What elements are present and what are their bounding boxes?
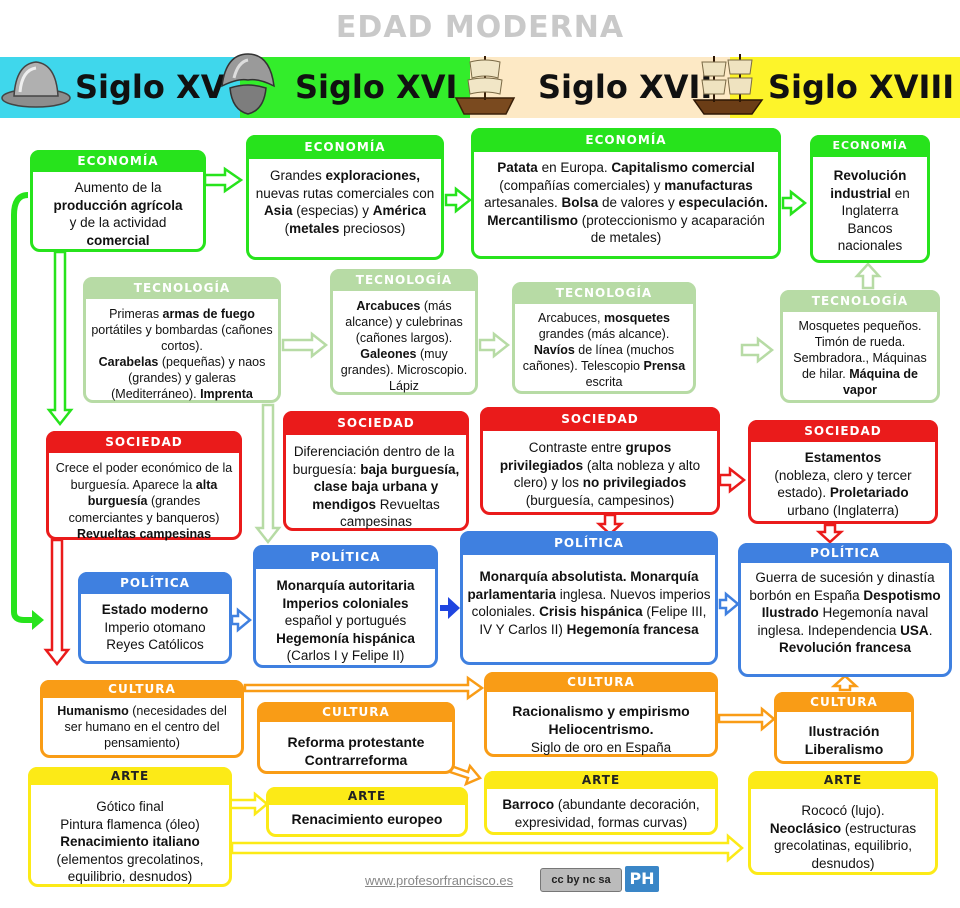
arte-box-xviii: ARTE Rococó (lujo).Neoclásico (estructur… bbox=[748, 771, 938, 875]
section-header: TECNOLOGÍA bbox=[330, 269, 478, 291]
section-header: POLÍTICA bbox=[78, 572, 232, 594]
cultura-box-xvi: CULTURA Reforma protestante Contrarrefor… bbox=[257, 702, 455, 774]
economia-box-xvii: ECONOMÍA Patata en Europa. Capitalismo c… bbox=[471, 128, 781, 259]
section-content: Arcabuces, mosquetes grandes (más alcanc… bbox=[522, 311, 686, 389]
section-content: Guerra de sucesión y dinastía borbón en … bbox=[749, 570, 941, 655]
section-header: ECONOMÍA bbox=[30, 150, 206, 172]
section-content: Diferenciación dentro de la burguesía: b… bbox=[292, 444, 460, 529]
section-content: Arcabuces (más alcance) y culebrinas (ca… bbox=[340, 299, 468, 393]
section-content: Barroco (abundante decoración, expresivi… bbox=[502, 797, 700, 830]
section-content: Ilustración Liberalismo bbox=[804, 723, 884, 757]
section-content: Monarquía absolutista. Monarquía parlame… bbox=[467, 569, 711, 637]
sociedad-box-xv: SOCIEDAD Crece el poder económico de la … bbox=[46, 431, 242, 541]
section-header: ARTE bbox=[484, 771, 718, 789]
section-header: TECNOLOGÍA bbox=[780, 290, 940, 312]
section-header: CULTURA bbox=[40, 680, 244, 698]
tecnologia-box-xvi: TECNOLOGÍA Arcabuces (más alcance) y cul… bbox=[330, 269, 478, 395]
section-content: Contraste entre grupos privilegiados (al… bbox=[499, 440, 701, 508]
section-header: ECONOMÍA bbox=[471, 128, 781, 152]
section-header: TECNOLOGÍA bbox=[512, 282, 696, 304]
section-content: Reforma protestante Contrarreforma bbox=[287, 734, 425, 768]
section-header: SOCIEDAD bbox=[748, 420, 938, 442]
section-content: Racionalismo y empirismo Heliocentrismo.… bbox=[512, 703, 690, 755]
section-header: SOCIEDAD bbox=[283, 411, 469, 435]
section-header: CULTURA bbox=[774, 692, 914, 712]
section-content: Monarquía autoritaria Imperios coloniale… bbox=[276, 578, 415, 663]
century-label: Siglo XV bbox=[75, 68, 226, 106]
section-header: SOCIEDAD bbox=[480, 407, 720, 431]
tecnologia-box-xviii: TECNOLOGÍA Mosquetes pequeños. Timón de … bbox=[780, 290, 940, 403]
section-header: CULTURA bbox=[484, 672, 718, 692]
arte-box-xvi: ARTE Renacimiento europeo bbox=[266, 787, 468, 837]
politica-box-xviii: POLÍTICA Guerra de sucesión y dinastía b… bbox=[738, 543, 952, 677]
section-content: Humanismo (necesidades del ser humano en… bbox=[57, 704, 227, 750]
politica-box-xvii: POLÍTICA Monarquía absolutista. Monarquí… bbox=[460, 531, 718, 665]
economia-box-xviii: ECONOMÍA Revolución industrial en Inglat… bbox=[810, 135, 930, 263]
footer-link[interactable]: www.profesorfrancisco.es bbox=[365, 873, 514, 888]
section-content: Mosquetes pequeños. Timón de rueda. Semb… bbox=[793, 319, 927, 397]
cultura-box-xviii: CULTURA Ilustración Liberalismo bbox=[774, 692, 914, 764]
section-header: TECNOLOGÍA bbox=[83, 277, 281, 299]
century-label: Siglo XVIII bbox=[768, 68, 955, 106]
section-content: Estamentos(nobleza, clero y tercer estad… bbox=[774, 450, 912, 518]
tecnologia-box-xv: TECNOLOGÍA Primeras armas de fuego portá… bbox=[83, 277, 281, 403]
helmet-icon bbox=[1, 61, 71, 108]
section-header: ECONOMÍA bbox=[810, 135, 930, 157]
section-header: POLÍTICA bbox=[460, 531, 718, 555]
century-label: Siglo XVI bbox=[295, 68, 458, 106]
section-content: Patata en Europa. Capitalismo comercial … bbox=[484, 160, 768, 245]
section-header: POLÍTICA bbox=[738, 543, 952, 563]
section-content: Renacimiento europeo bbox=[291, 811, 443, 827]
license-badge: cc by nc sa bbox=[540, 868, 622, 892]
sociedad-box-xvii: SOCIEDAD Contraste entre grupos privileg… bbox=[480, 407, 720, 515]
century-band-xvi: Siglo XVI bbox=[240, 57, 470, 118]
page-title: EDAD MODERNA bbox=[335, 10, 625, 45]
sailing-ship-icon bbox=[692, 54, 764, 115]
section-header: ARTE bbox=[28, 767, 232, 785]
section-header: POLÍTICA bbox=[253, 545, 438, 569]
economia-box-xvi: ECONOMÍA Grandes exploraciones, nuevas r… bbox=[246, 135, 444, 260]
section-header: ECONOMÍA bbox=[246, 135, 444, 159]
sociedad-box-xviii: SOCIEDAD Estamentos(nobleza, clero y ter… bbox=[748, 420, 938, 524]
politica-box-xvi: POLÍTICA Monarquía autoritaria Imperios … bbox=[253, 545, 438, 668]
century-band-xviii: Siglo XVIII bbox=[730, 57, 960, 118]
morion-helmet-icon bbox=[221, 53, 275, 115]
section-content: Crece el poder económico de la burguesía… bbox=[55, 461, 233, 541]
ph-logo: PH bbox=[625, 866, 659, 892]
section-header: ARTE bbox=[266, 787, 468, 805]
tecnologia-box-xvii: TECNOLOGÍA Arcabuces, mosquetes grandes … bbox=[512, 282, 696, 394]
arte-box-xvii: ARTE Barroco (abundante decoración, expr… bbox=[484, 771, 718, 835]
galleon-icon bbox=[454, 56, 516, 115]
section-content: Grandes exploraciones, nuevas rutas come… bbox=[255, 168, 435, 236]
century-band-xvii: Siglo XVII bbox=[470, 57, 730, 118]
cultura-box-xv: CULTURA Humanismo (necesidades del ser h… bbox=[40, 680, 244, 758]
cultura-box-xvii: CULTURA Racionalismo y empirismo Helioce… bbox=[484, 672, 718, 757]
section-content: Rococó (lujo).Neoclásico (estructuras gr… bbox=[769, 803, 917, 871]
section-content: Primeras armas de fuego portátiles y bom… bbox=[91, 307, 273, 401]
section-header: SOCIEDAD bbox=[46, 431, 242, 453]
section-header: CULTURA bbox=[257, 702, 455, 722]
section-header: ARTE bbox=[748, 771, 938, 789]
century-label: Siglo XVII bbox=[538, 68, 713, 106]
sociedad-box-xvi: SOCIEDAD Diferenciación dentro de la bur… bbox=[283, 411, 469, 531]
